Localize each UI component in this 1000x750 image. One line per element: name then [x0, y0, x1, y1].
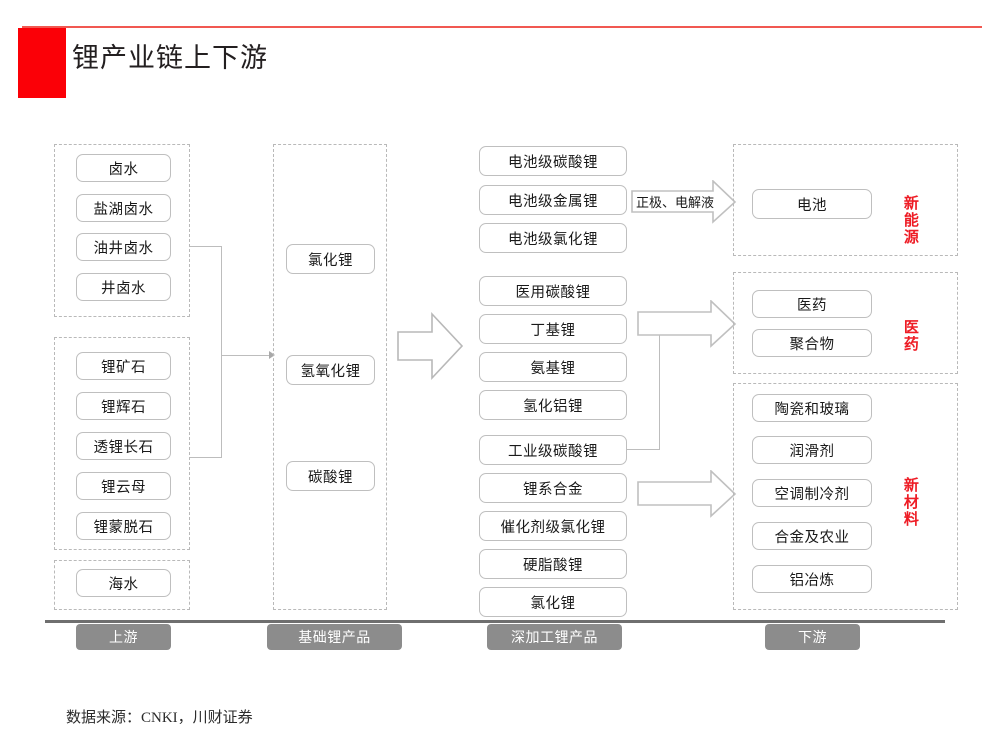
- node-medical-lithium-carbonate[interactable]: 医用碳酸锂: [479, 276, 627, 306]
- header-rule: [22, 26, 982, 28]
- node-ceramics-and-glass[interactable]: 陶瓷和玻璃: [752, 394, 872, 422]
- node-battery-grade-lithium-carbonate[interactable]: 电池级碳酸锂: [479, 146, 627, 176]
- node-lithium-aluminium-hydride[interactable]: 氢化铝锂: [479, 390, 627, 420]
- pharmaceutical-group: [733, 272, 958, 374]
- sector-label-pharmaceutical: 医药: [901, 319, 919, 353]
- connector-bracket-vertical: [221, 246, 222, 458]
- stage-upstream: 上游: [76, 624, 171, 650]
- brine-group: [54, 144, 190, 317]
- arrowhead-to-basic-icon: [269, 351, 275, 359]
- new-materials-group: [733, 383, 958, 610]
- stage-processed-products: 深加工锂产品: [487, 624, 622, 650]
- node-lithium-hydroxide[interactable]: 氢氧化锂: [286, 355, 375, 385]
- connector-ore-top: [190, 457, 222, 458]
- connector-brine-top: [190, 246, 222, 247]
- connector-to-basic: [221, 355, 271, 356]
- node-lithium-chloride-industrial[interactable]: 氯化锂: [479, 587, 627, 617]
- ore-group: [54, 337, 190, 550]
- arrow-battery-label: 正极、电解液: [636, 194, 715, 210]
- arrow-basic-to-processed-icon: [396, 310, 464, 382]
- node-battery-grade-lithium-chloride[interactable]: 电池级氯化锂: [479, 223, 627, 253]
- connector-industrial-to-pharma-v: [659, 330, 660, 450]
- node-lithium-ore[interactable]: 锂矿石: [76, 352, 171, 380]
- arrow-to-pharma-icon: [637, 300, 737, 348]
- stage-downstream: 下游: [765, 624, 860, 650]
- node-battery-grade-lithium-metal[interactable]: 电池级金属锂: [479, 185, 627, 215]
- arrow-to-new-materials-icon: [637, 470, 737, 518]
- node-brine[interactable]: 卤水: [76, 154, 171, 182]
- title-accent-block: [18, 28, 66, 98]
- sector-label-new-materials: 新材料: [901, 476, 919, 528]
- node-lithium-amide[interactable]: 氨基锂: [479, 352, 627, 382]
- connector-industrial-to-pharma-h: [627, 449, 660, 450]
- sector-label-new-energy: 新能源: [901, 194, 919, 246]
- node-butyllithium[interactable]: 丁基锂: [479, 314, 627, 344]
- node-spodumene[interactable]: 锂辉石: [76, 392, 171, 420]
- node-aluminium-smelting[interactable]: 铝冶炼: [752, 565, 872, 593]
- seawater-group: [54, 560, 190, 610]
- node-well-brine[interactable]: 井卤水: [76, 273, 171, 301]
- node-lithium-carbonate[interactable]: 碳酸锂: [286, 461, 375, 491]
- node-seawater[interactable]: 海水: [76, 569, 171, 597]
- node-polymer[interactable]: 聚合物: [752, 329, 872, 357]
- node-pharmaceutical[interactable]: 医药: [752, 290, 872, 318]
- node-salt-lake-brine[interactable]: 盐湖卤水: [76, 194, 171, 222]
- node-lithium-stearate[interactable]: 硬脂酸锂: [479, 549, 627, 579]
- page-title: 锂产业链上下游: [72, 43, 268, 73]
- new-energy-group: [733, 144, 958, 256]
- stage-baseline: [45, 620, 945, 623]
- source-note: 数据来源：CNKI，川财证券: [66, 710, 253, 726]
- node-battery[interactable]: 电池: [752, 189, 872, 219]
- node-lithium-chloride[interactable]: 氯化锂: [286, 244, 375, 274]
- node-industrial-grade-lithium-carbonate[interactable]: 工业级碳酸锂: [479, 435, 627, 465]
- node-hectorite[interactable]: 锂蒙脱石: [76, 512, 171, 540]
- node-alloy-and-agriculture[interactable]: 合金及农业: [752, 522, 872, 550]
- stage-basic-products: 基础锂产品: [267, 624, 402, 650]
- arrow-to-battery-icon: [631, 180, 737, 224]
- basic-products-group: [273, 144, 387, 610]
- node-catalyst-grade-lithium-chloride[interactable]: 催化剂级氯化锂: [479, 511, 627, 541]
- node-lithium-alloy[interactable]: 锂系合金: [479, 473, 627, 503]
- node-lubricant[interactable]: 润滑剂: [752, 436, 872, 464]
- node-oil-well-brine[interactable]: 油井卤水: [76, 233, 171, 261]
- node-lepidolite[interactable]: 锂云母: [76, 472, 171, 500]
- node-air-conditioning-refrigerant[interactable]: 空调制冷剂: [752, 479, 872, 507]
- node-petalite[interactable]: 透锂长石: [76, 432, 171, 460]
